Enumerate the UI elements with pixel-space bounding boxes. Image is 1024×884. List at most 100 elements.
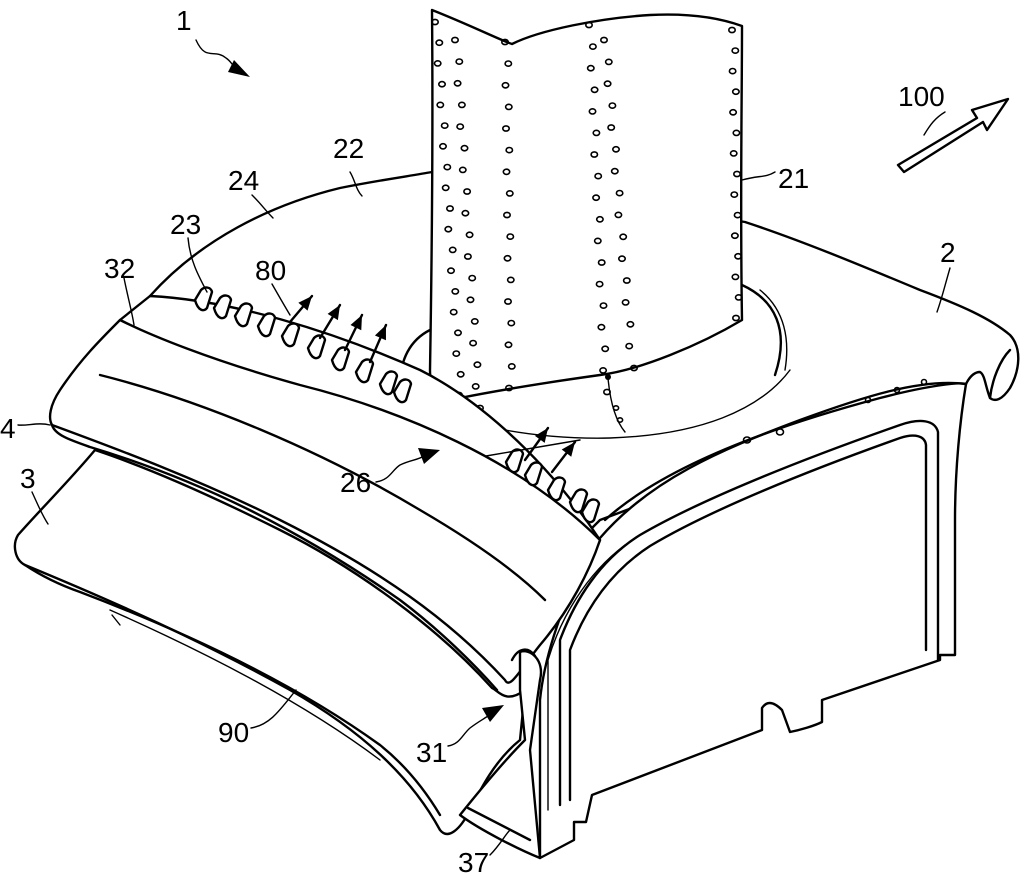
flow-arrow-head <box>374 325 386 341</box>
cooling-hole <box>448 246 457 254</box>
cooling-hole <box>456 370 465 378</box>
slot-outline <box>504 448 525 474</box>
cooling-hole <box>502 168 511 176</box>
label-90: 90 <box>218 717 249 748</box>
cooling-hole <box>436 101 445 109</box>
label-21: 21 <box>778 163 809 194</box>
slot-outline <box>580 498 601 524</box>
cooling-slot <box>504 448 525 474</box>
cooling-hole <box>625 342 634 350</box>
cooling-hole <box>588 43 597 50</box>
cooling-hole <box>466 296 475 304</box>
cooling-slot <box>354 358 375 384</box>
cooling-hole <box>457 101 466 109</box>
cooling-hole <box>463 253 472 260</box>
label-80: 80 <box>255 255 286 286</box>
cooling-hole <box>451 287 460 295</box>
cooling-hole <box>433 60 442 67</box>
label-3: 3 <box>20 463 36 494</box>
cooling-hole <box>733 211 742 219</box>
label-37: 37 <box>458 847 489 878</box>
cooling-hole <box>435 39 444 47</box>
airfoil <box>398 8 788 433</box>
slot-outline <box>256 312 277 338</box>
cooling-hole <box>449 308 458 316</box>
slot-outline <box>193 286 214 312</box>
cooling-hole <box>614 211 623 219</box>
cooling-hole <box>617 255 626 263</box>
label-31: 31 <box>416 737 447 768</box>
cooling-hole <box>608 102 617 109</box>
cooling-hole <box>470 317 479 325</box>
cooling-hole <box>595 280 604 288</box>
cooling-hole <box>731 314 740 322</box>
cooling-hole <box>590 86 599 94</box>
cooling-hole <box>603 80 612 88</box>
cooling-hole <box>463 188 472 195</box>
label-22: 22 <box>333 133 364 164</box>
cooling-hole <box>728 67 737 75</box>
cooling-hole <box>453 329 462 337</box>
cooling-hole <box>626 320 635 328</box>
cooling-slot <box>568 488 589 514</box>
cooling-hole <box>584 21 593 29</box>
label-26: 26 <box>340 467 371 498</box>
cooling-hole <box>595 215 604 223</box>
cooling-hole <box>438 142 447 150</box>
cooling-hole <box>730 191 739 198</box>
cooling-hole <box>503 298 512 305</box>
cooling-hole <box>590 151 599 158</box>
flow-direction-arrow <box>896 97 1010 174</box>
cooling-hole <box>586 64 595 72</box>
cooling-hole <box>504 341 513 349</box>
cooling-hole <box>601 345 610 353</box>
cooling-hole <box>597 259 606 266</box>
cooling-hole <box>592 194 601 202</box>
cooling-holes-group <box>430 18 743 423</box>
cooling-hole <box>629 364 638 372</box>
slot-outline <box>306 334 327 360</box>
cooling-hole <box>592 129 601 137</box>
cooling-slot <box>233 302 254 328</box>
cooling-hole <box>729 108 738 116</box>
slot-outline <box>212 294 233 320</box>
cooling-hole <box>473 361 482 369</box>
slot-outline <box>280 322 301 348</box>
cooling-hole <box>504 384 513 392</box>
cooling-hole <box>594 172 603 180</box>
cooling-slots-group <box>193 286 601 524</box>
cooling-hole <box>610 167 619 175</box>
cooling-slot <box>546 476 567 502</box>
cooling-hole <box>446 267 455 275</box>
cooling-hole <box>599 366 608 374</box>
cooling-slot <box>378 370 399 396</box>
cooling-hole <box>615 189 624 197</box>
slot-outline <box>378 370 399 396</box>
cooling-hole <box>500 38 509 46</box>
cooling-hole <box>458 166 467 174</box>
cooling-hole <box>506 276 515 284</box>
cooling-hole <box>471 382 480 390</box>
cooling-hole <box>507 362 516 370</box>
cooling-hole <box>445 205 454 212</box>
cooling-hole <box>507 319 516 327</box>
cooling-hole <box>730 232 739 240</box>
reference-labels: 1 100 22 24 21 23 32 80 2 4 3 26 90 31 3… <box>0 5 956 878</box>
cooling-hole <box>452 350 461 357</box>
cooling-hole <box>502 211 511 219</box>
flow-arrow-head <box>327 305 340 321</box>
cooling-hole <box>506 233 515 240</box>
lower-rail <box>13 448 543 860</box>
cooling-slot <box>330 346 351 372</box>
cooling-hole <box>456 123 465 130</box>
cooling-hole <box>731 47 740 54</box>
flow-arrow-head <box>298 296 312 311</box>
cooling-hole <box>621 298 630 306</box>
cooling-slot <box>193 286 214 312</box>
cooling-hole <box>731 273 740 281</box>
flow-arrow-head <box>534 428 548 443</box>
cooling-hole <box>727 26 736 34</box>
slot-outline <box>330 346 351 372</box>
slot-outline <box>392 378 413 404</box>
cooling-hole <box>450 36 459 44</box>
